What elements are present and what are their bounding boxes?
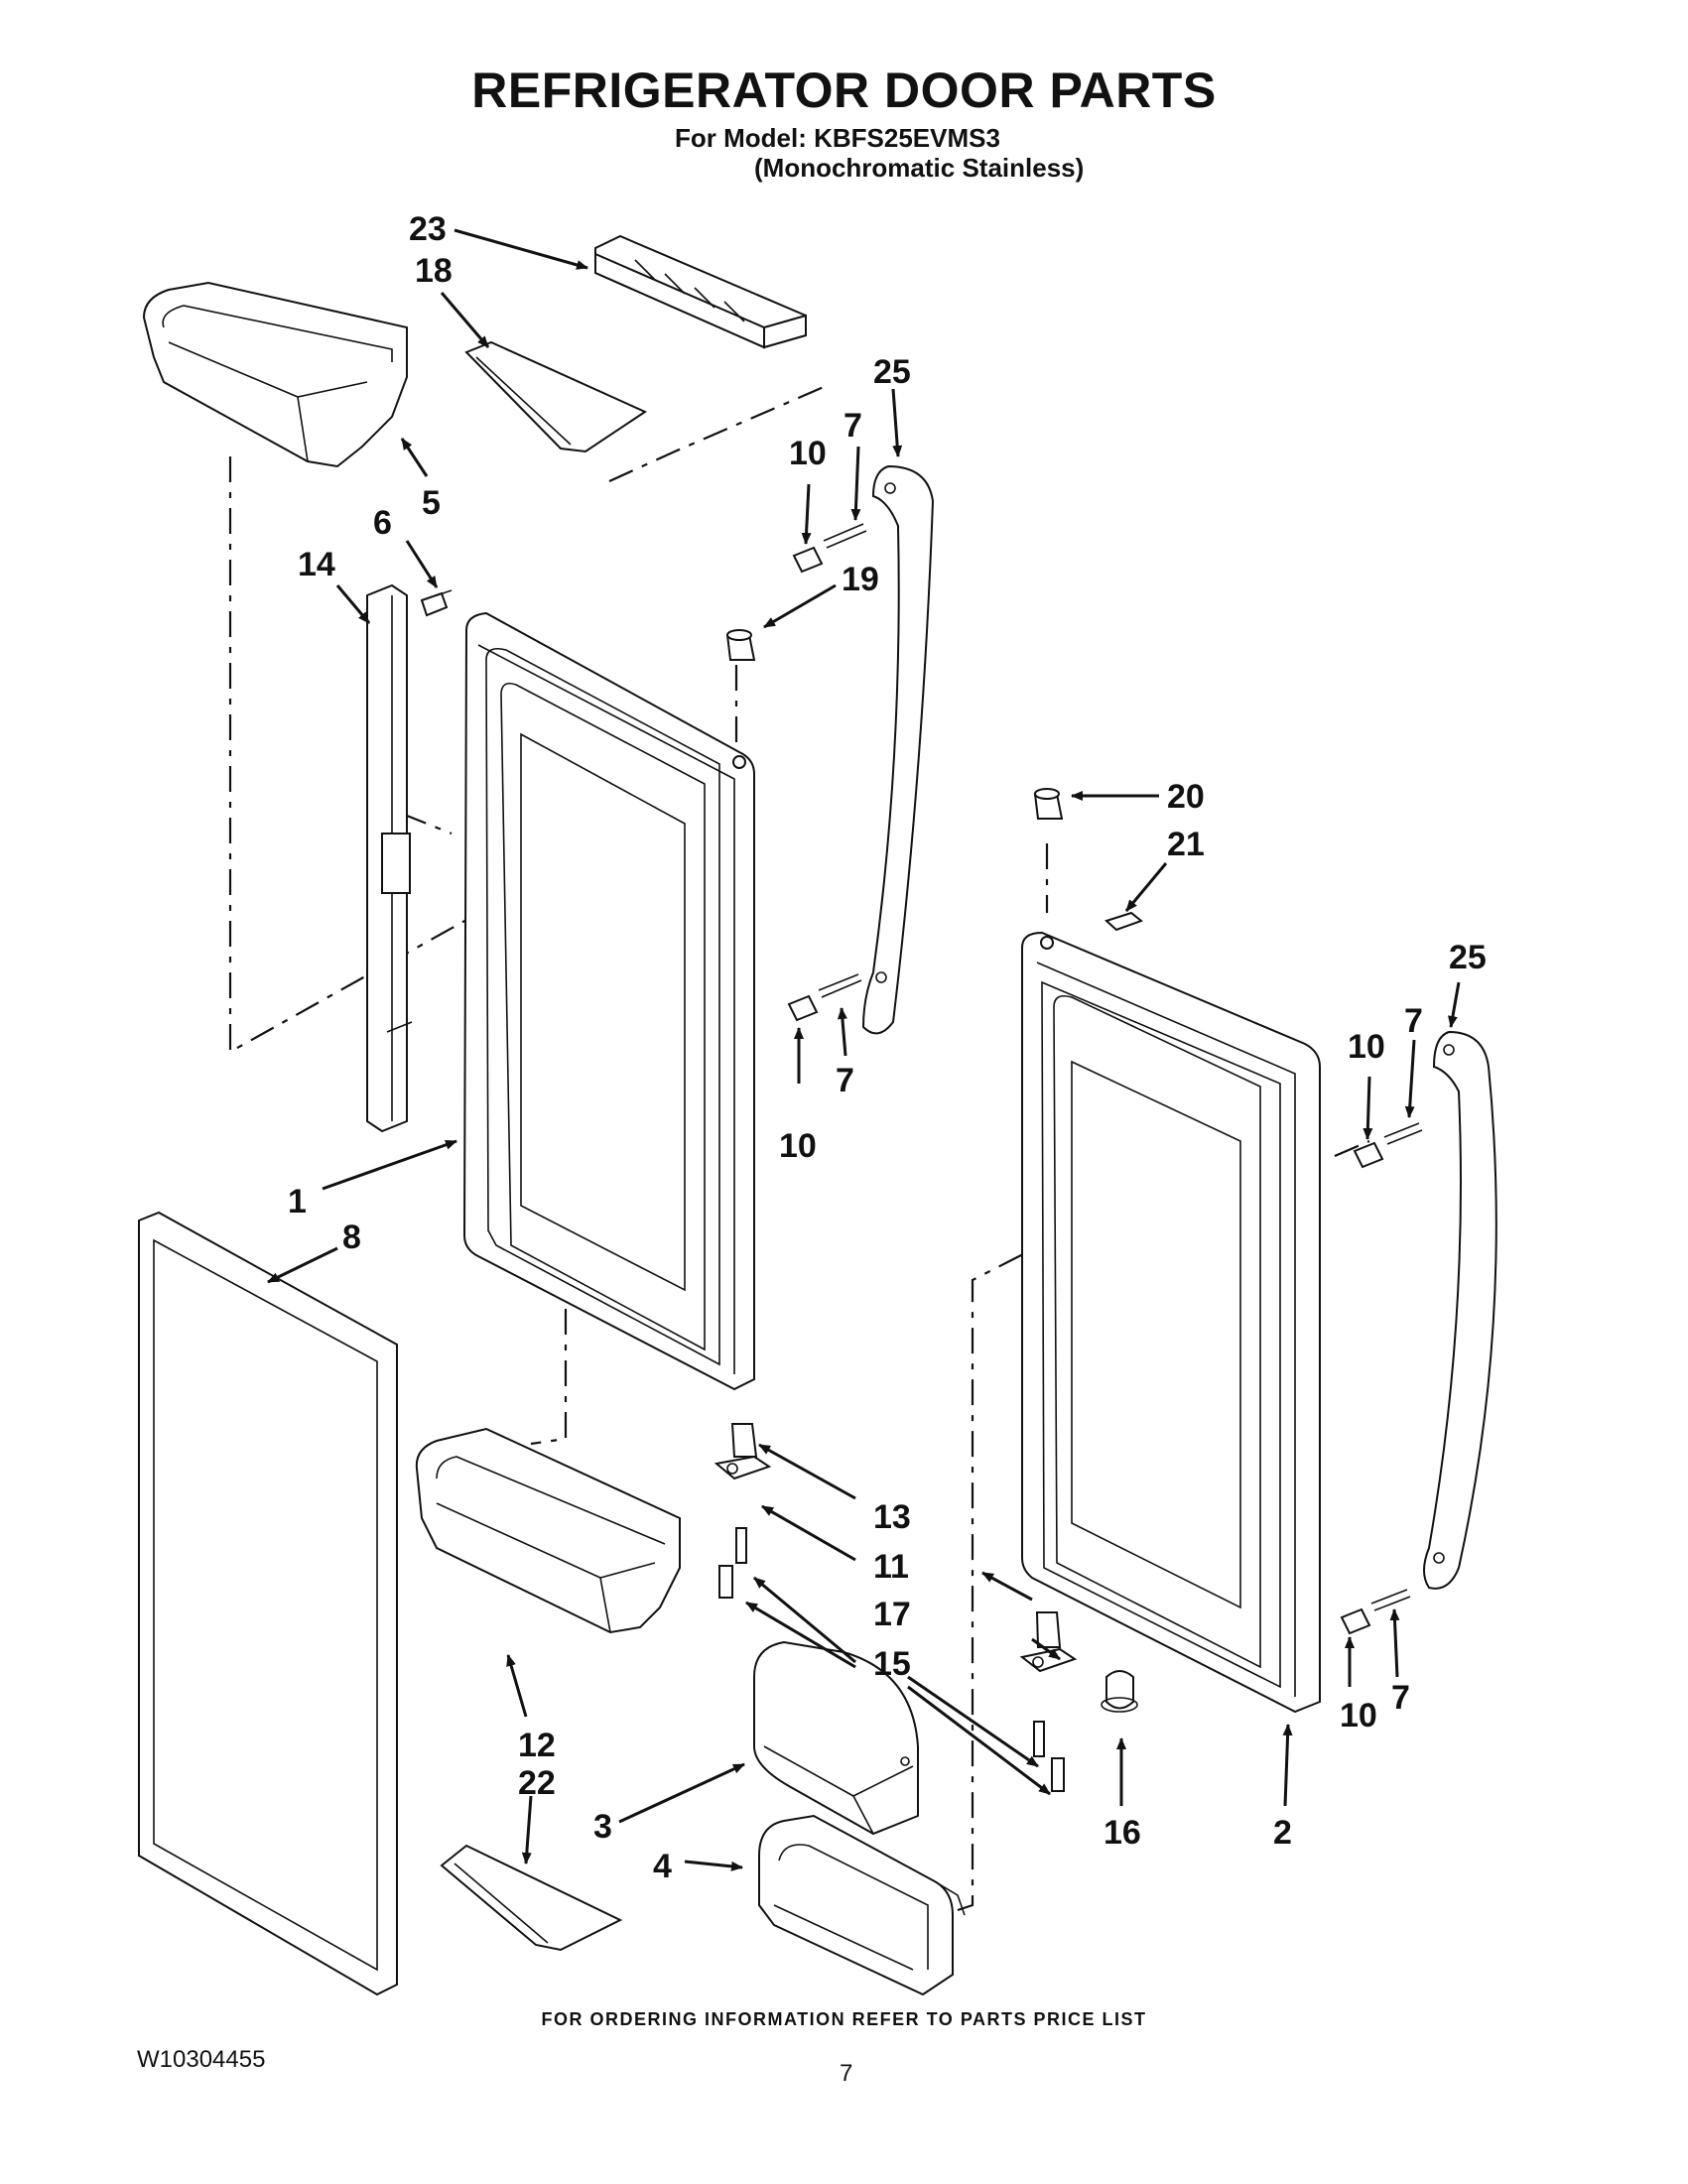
part-23-tray — [594, 234, 807, 349]
right-lower-hinge — [1019, 1611, 1078, 1792]
callout-21: 21 — [1167, 826, 1205, 863]
part-8-gasket — [138, 1211, 398, 1996]
callout-20: 20 — [1167, 778, 1205, 816]
leader-lines — [267, 228, 1461, 1871]
callout-2: 2 — [1273, 1814, 1292, 1852]
callout-22: 22 — [518, 1764, 556, 1802]
right-handle-fasteners — [1340, 1122, 1423, 1635]
callout-7-lower-left: 7 — [836, 1062, 854, 1099]
callout-12: 12 — [518, 1727, 556, 1764]
part-22-cover — [440, 1844, 623, 1952]
callout-7-upper-left: 7 — [844, 407, 862, 445]
callout-15: 15 — [873, 1645, 911, 1683]
callout-1: 1 — [288, 1183, 307, 1220]
callout-19: 19 — [842, 561, 879, 598]
callout-4: 4 — [653, 1848, 672, 1885]
part-16-cam — [1101, 1670, 1138, 1713]
callout-7-lower-right: 7 — [1391, 1679, 1410, 1717]
callout-14: 14 — [298, 546, 335, 583]
callout-labels: 23 18 5 25 10 7 19 6 14 20 21 25 10 7 10… — [288, 210, 1487, 1885]
callout-10-upper-left: 10 — [789, 435, 827, 472]
callout-17: 17 — [873, 1596, 911, 1633]
callout-10-lower-left: 10 — [779, 1127, 817, 1165]
part-12-lower-bin — [415, 1427, 681, 1634]
callout-23: 23 — [409, 210, 447, 248]
callout-5: 5 — [422, 484, 441, 522]
callout-25-right: 25 — [1449, 939, 1487, 976]
part-14-trim — [366, 583, 413, 1133]
callout-8: 8 — [342, 1219, 361, 1256]
callout-10-lower-right: 10 — [1340, 1697, 1377, 1734]
part-2-right-door — [1021, 931, 1321, 1714]
part-6-screw — [420, 589, 453, 617]
callout-6: 6 — [373, 504, 392, 542]
callout-18: 18 — [415, 252, 453, 290]
part-18-cover — [464, 340, 648, 453]
callout-13: 13 — [873, 1498, 911, 1536]
left-lower-hinge — [714, 1423, 772, 1599]
callout-16: 16 — [1104, 1814, 1141, 1852]
part-4-bin — [758, 1814, 966, 1996]
callout-3: 3 — [593, 1808, 612, 1846]
callout-10-upper-right: 10 — [1348, 1028, 1385, 1066]
part-21-label — [1104, 911, 1144, 932]
part-5-door-bin — [142, 281, 408, 468]
hinge-bushings — [725, 629, 1064, 820]
ordering-note: FOR ORDERING INFORMATION REFER TO PARTS … — [541, 2009, 1147, 2029]
page-number: 7 — [840, 2060, 853, 2087]
part-1-left-door — [462, 611, 755, 1391]
variant-line: (Monochromatic Stainless) — [754, 153, 1085, 183]
part-25-left-handle — [861, 464, 935, 1035]
callout-7-upper-right: 7 — [1404, 1002, 1423, 1040]
model-line: For Model: KBFS25EVMS3 — [675, 123, 1000, 153]
part-3-cover — [753, 1640, 919, 1836]
callout-25-left: 25 — [873, 353, 911, 391]
page-title: REFRIGERATOR DOOR PARTS — [471, 63, 1217, 118]
left-handle-fasteners — [787, 523, 867, 1022]
part-25-right-handle — [1423, 1030, 1497, 1590]
document-number: W10304455 — [137, 2046, 266, 2073]
callout-11: 11 — [873, 1548, 909, 1586]
